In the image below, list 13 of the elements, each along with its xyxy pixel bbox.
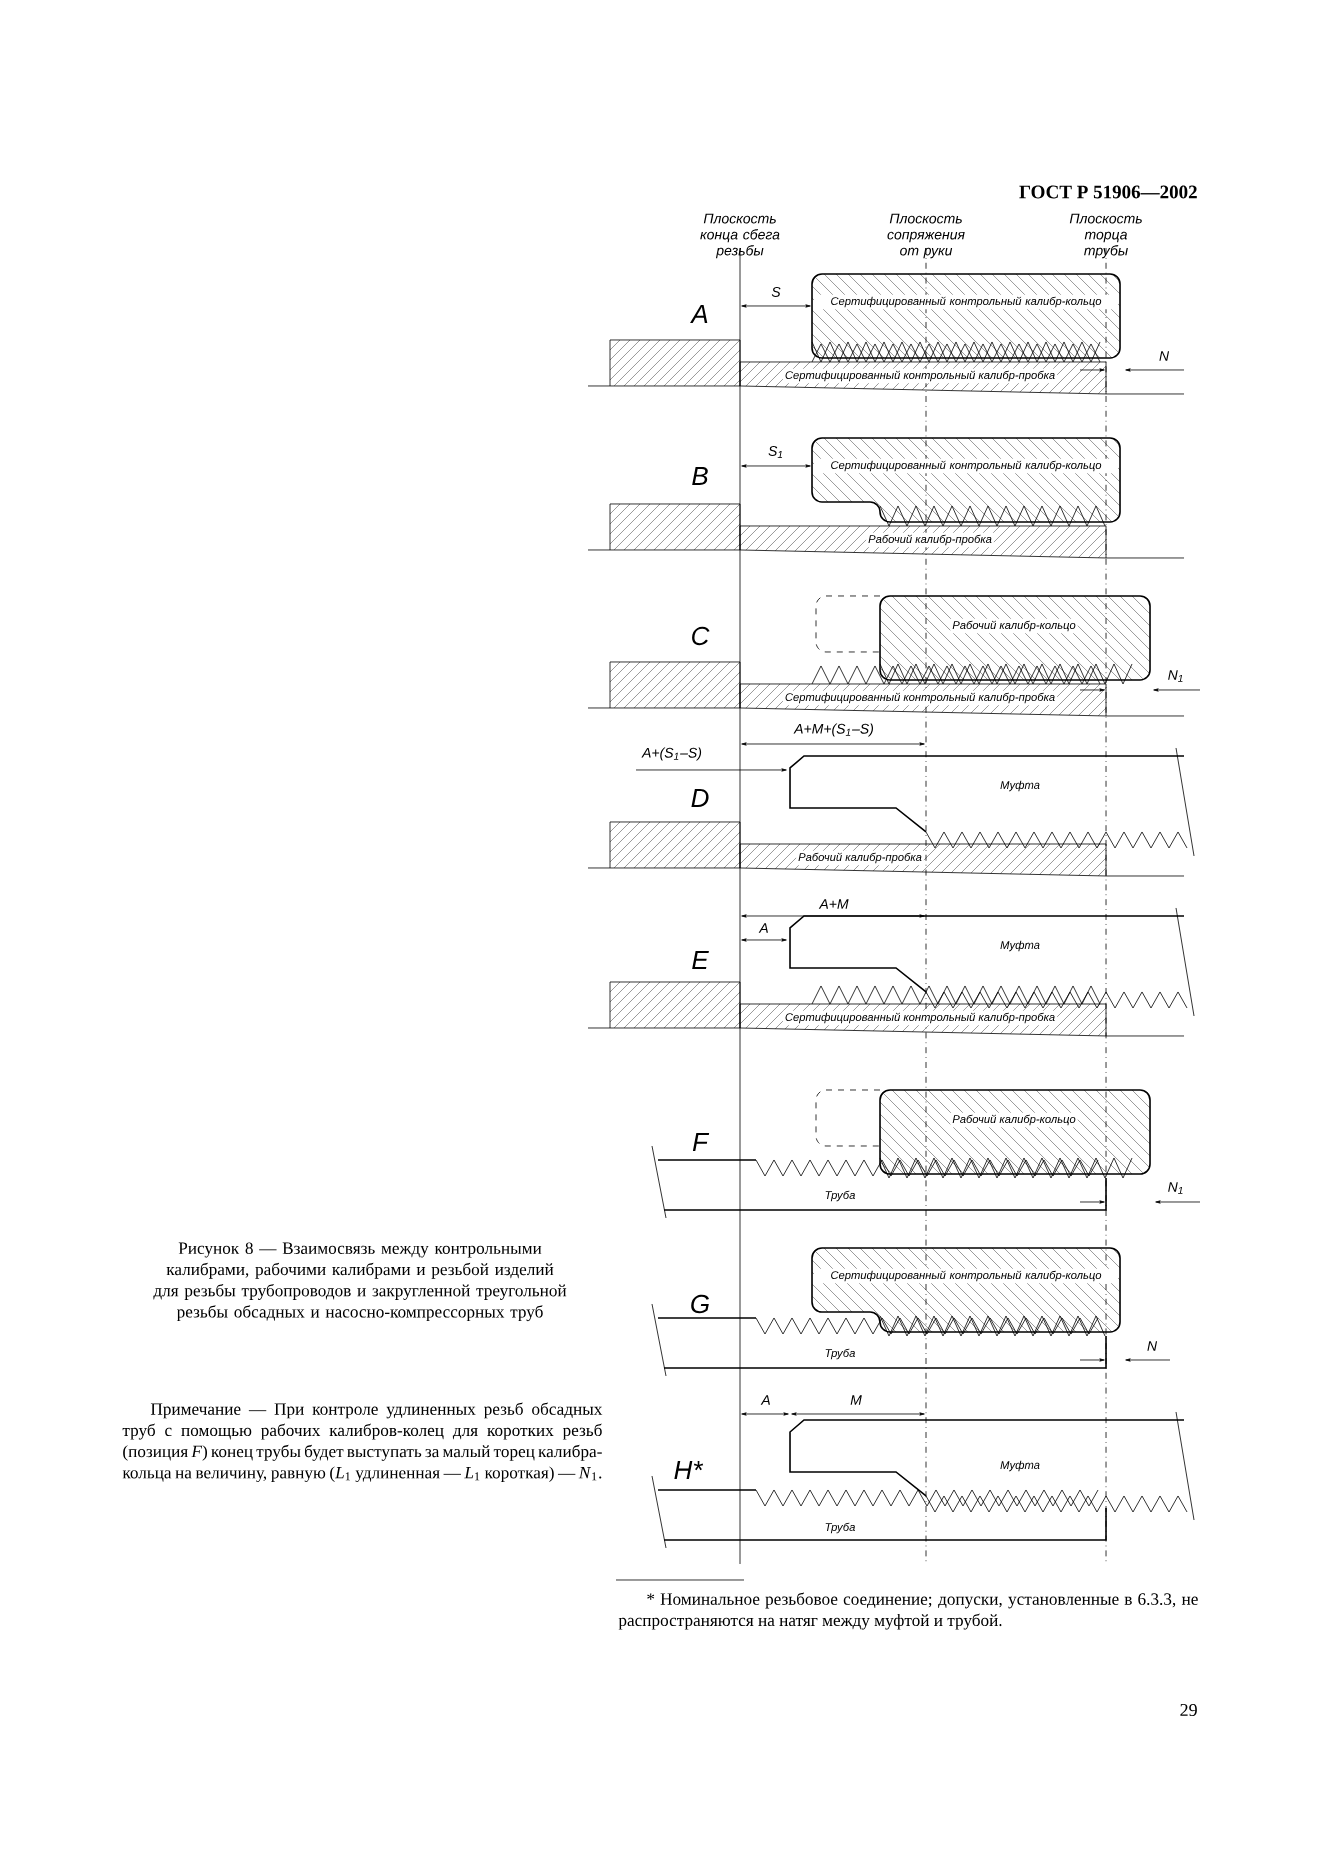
position-letter: G — [691, 1294, 709, 1314]
position-letter: D — [691, 789, 709, 807]
position-letter: H* — [674, 1461, 704, 1479]
position-letter: F — [692, 1133, 710, 1151]
position-letter: A — [690, 305, 708, 323]
position-letter: E — [692, 951, 709, 969]
position-letter: B — [692, 467, 708, 485]
page-header: ГОСТ Р 51906—2002 — [1019, 185, 1197, 199]
page-number: 29 — [1180, 1703, 1197, 1717]
figure-caption: Рисунок 8 — Взаимосвязь между контрольными калибрами, рабочими калибрами и резьбой изделий для резьбы трубопроводов и закругленной треугольной резьбы обсадных и насосно-компрессорных труб — [153, 1242, 567, 1322]
position-letter: C — [692, 626, 710, 646]
footnote-text: * Номинальное резьбовое соединение; допуски, установленные в 6.3.3, не распространяются на натяг между муфтой и трубой. — [618, 1592, 1198, 1630]
note-text: Примечание — При контроле удлиненных резьб обсадных труб с помощью рабочих калибров-колец для коротких резьб (позиция F) конец трубы будет выступать за малый торец калибра-кольца на величину, равную (L$_{1}$ удлиненная — L$_{1}$ короткая) — N$_{1}$. — [122, 1402, 603, 1482]
